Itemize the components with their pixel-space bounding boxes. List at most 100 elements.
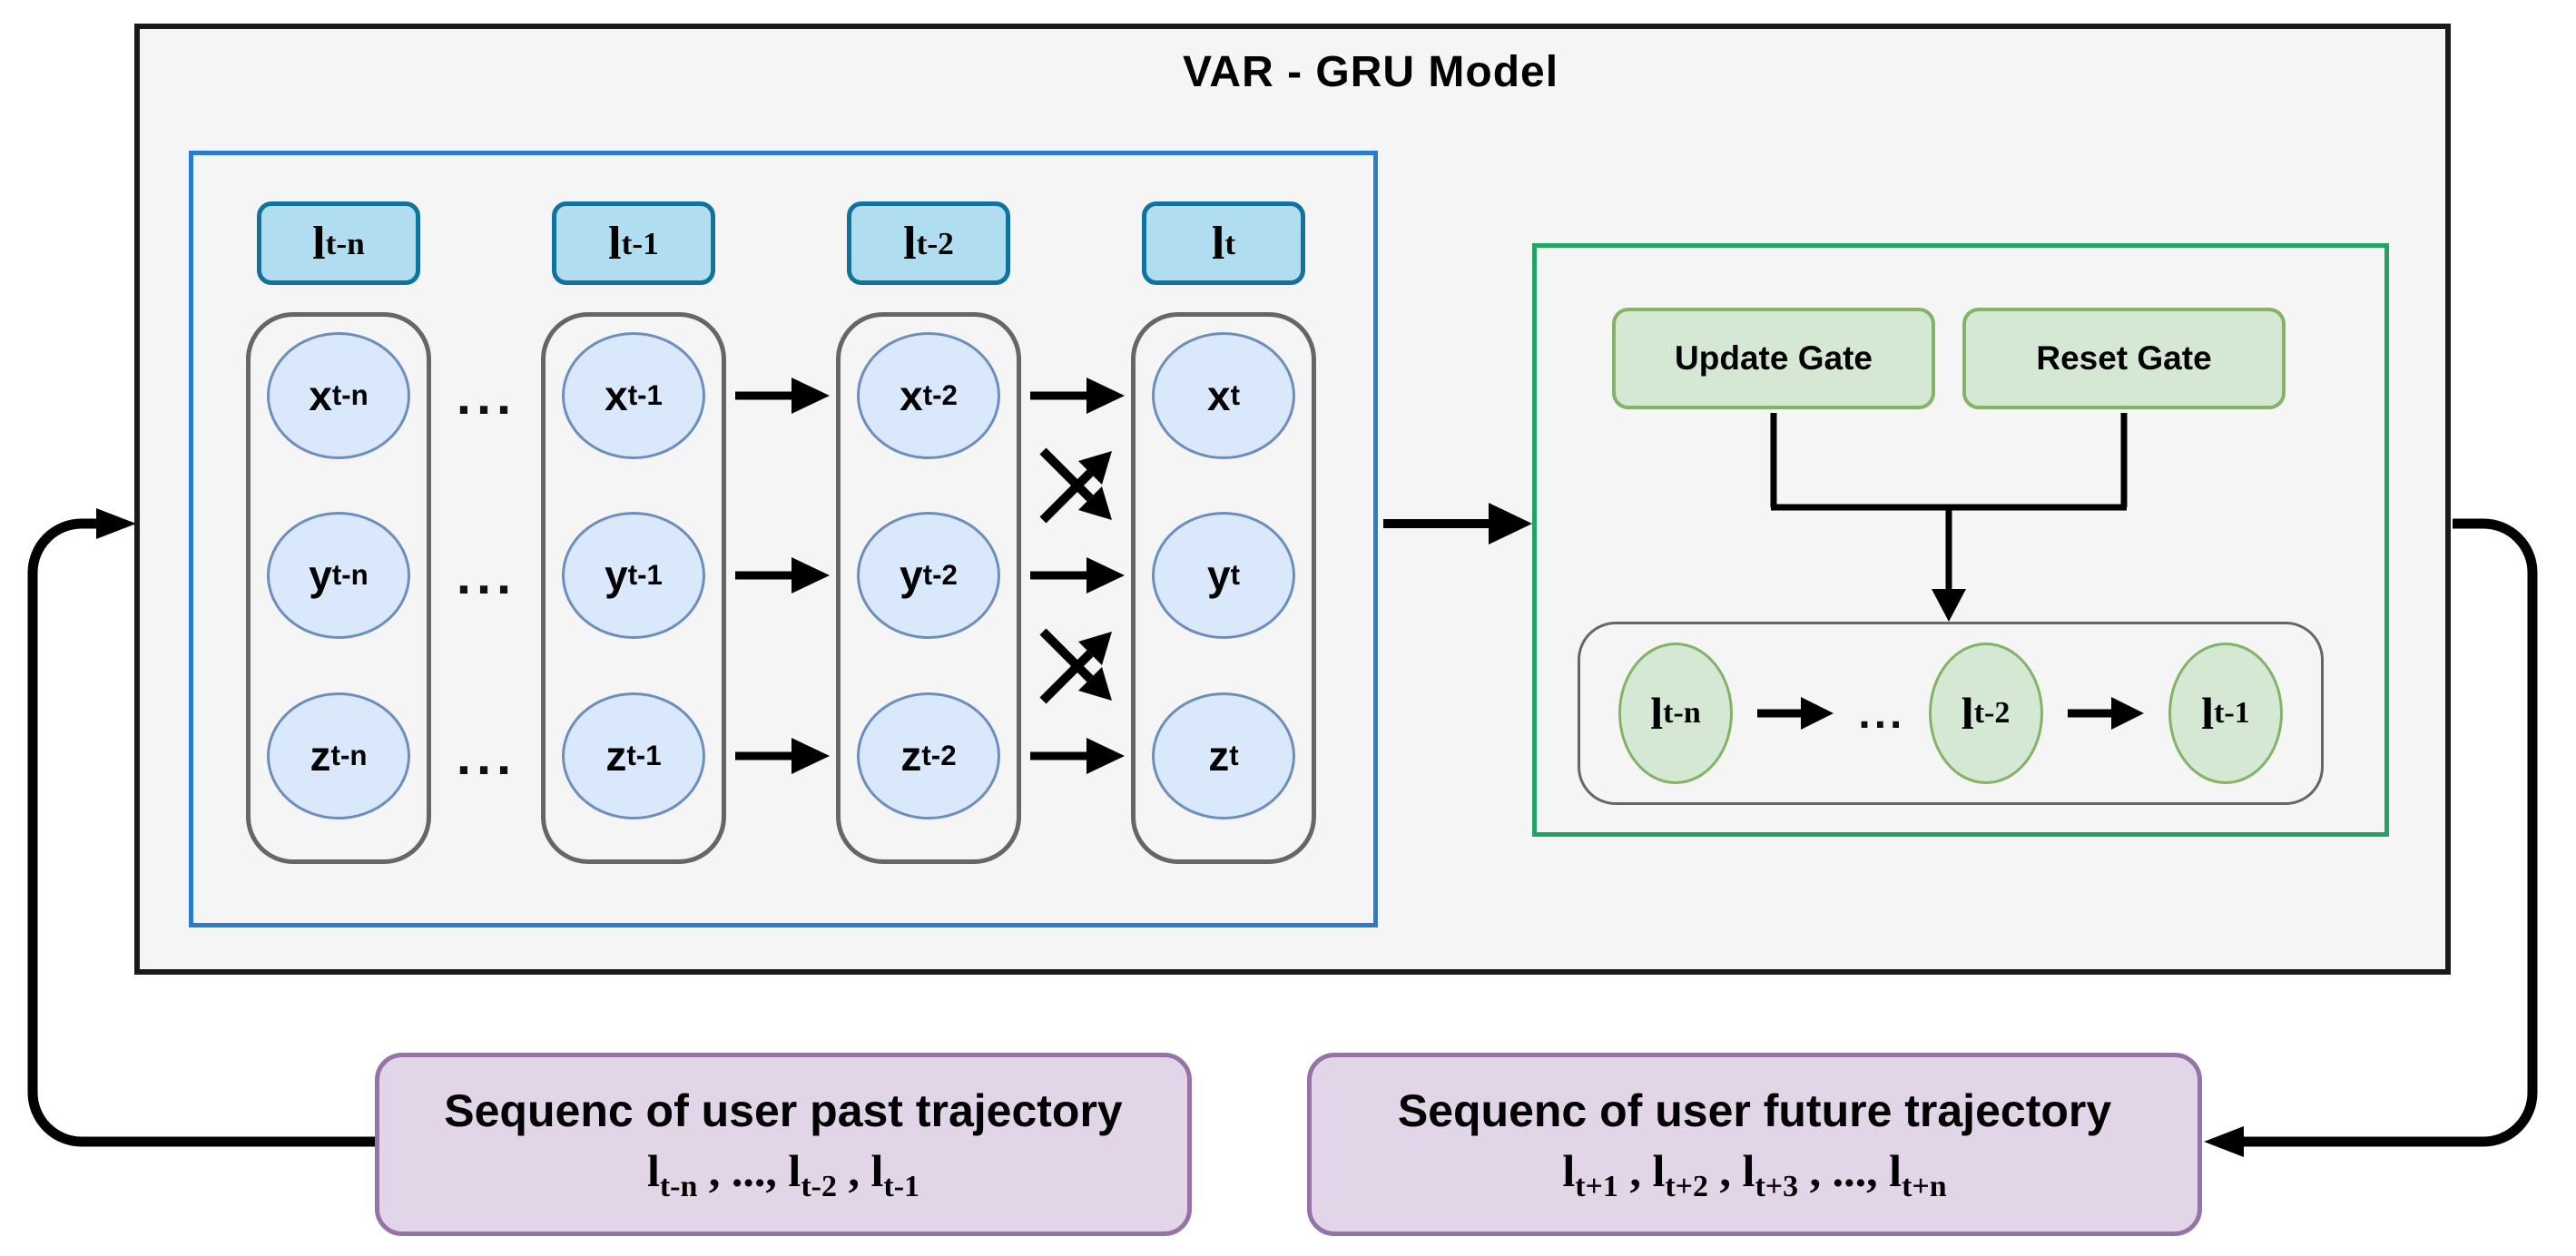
label-base: l bbox=[608, 217, 622, 270]
label-base: l bbox=[1211, 217, 1225, 270]
label-sub: t-1 bbox=[627, 559, 663, 591]
label-sub: t-1 bbox=[621, 225, 659, 261]
label-base: l bbox=[1652, 1145, 1666, 1197]
label-base: z bbox=[605, 732, 627, 780]
ellipsis-states: ... bbox=[1858, 689, 1906, 738]
past-trajectory-box: Sequenc of user past trajectory lt-n , .… bbox=[375, 1053, 1192, 1236]
label-base: y bbox=[1206, 552, 1231, 599]
label-base: l bbox=[1961, 688, 1974, 739]
label-sub: t+2 bbox=[1665, 1169, 1709, 1203]
label-base: l bbox=[1742, 1145, 1755, 1197]
ellipsis-row-x: ... bbox=[456, 366, 517, 426]
gates-to-states-connector bbox=[1770, 413, 2128, 622]
label-sub: t bbox=[1230, 559, 1240, 591]
label-sub: t-n bbox=[325, 225, 365, 261]
label-sub: t bbox=[1224, 225, 1236, 261]
label-base: z bbox=[1208, 732, 1230, 780]
arrow-right-icon bbox=[1030, 378, 1125, 414]
future-trajectory-formula: lt+1 , lt+2 , lt+3 , ..., lt+n bbox=[1562, 1144, 1946, 1204]
arrow-right-icon bbox=[2067, 697, 2144, 730]
arrow-right-icon bbox=[735, 378, 830, 414]
label-base: l bbox=[1889, 1145, 1903, 1197]
past-trajectory-formula: lt-n , ..., lt-2 , lt-1 bbox=[647, 1144, 919, 1204]
reset-gate: Reset Gate bbox=[1962, 308, 2286, 409]
label-sub: t-2 bbox=[922, 379, 958, 411]
crossed-arrows-icon bbox=[1039, 447, 1112, 524]
arrow-input-to-gru-icon bbox=[1383, 503, 1532, 545]
label-base: l bbox=[312, 217, 326, 270]
input-sequence-box bbox=[189, 151, 1378, 927]
label-base: y bbox=[605, 552, 628, 599]
label-sub: t-1 bbox=[2214, 696, 2250, 730]
separator: , ..., bbox=[697, 1145, 789, 1197]
model-to-future-connector bbox=[2204, 518, 2538, 1157]
label-sub: t-2 bbox=[1973, 696, 2011, 730]
label-sub: t-2 bbox=[801, 1169, 837, 1203]
label-base: l bbox=[788, 1145, 801, 1197]
label-base: l bbox=[870, 1145, 884, 1197]
future-trajectory-box: Sequenc of user future trajectory lt+1 ,… bbox=[1307, 1053, 2202, 1236]
label-sub: t-2 bbox=[922, 559, 958, 591]
label-sub: t-1 bbox=[626, 740, 662, 771]
label-sub: t-n bbox=[659, 1169, 698, 1203]
gru-cell-box bbox=[1532, 243, 2389, 837]
separator: , bbox=[1617, 1145, 1653, 1197]
label-base: z bbox=[310, 732, 331, 780]
label-base: l bbox=[646, 1145, 660, 1197]
crossed-arrows-icon bbox=[1039, 628, 1112, 704]
label-sub: t-2 bbox=[921, 740, 957, 771]
past-to-model-connector bbox=[27, 508, 375, 1147]
separator: , bbox=[836, 1145, 871, 1197]
label-base: l bbox=[1650, 688, 1664, 739]
update-gate-label: Update Gate bbox=[1675, 339, 1873, 377]
label-sub: t-1 bbox=[627, 379, 663, 411]
label-base: x bbox=[900, 372, 923, 419]
label-sub: t-2 bbox=[916, 225, 954, 261]
ellipsis-row-z: ... bbox=[456, 726, 517, 786]
label-sub: t+1 bbox=[1575, 1169, 1618, 1203]
label-base: y bbox=[309, 552, 332, 599]
label-base: z bbox=[900, 732, 922, 780]
label-sub: t bbox=[1230, 379, 1240, 411]
arrow-right-icon bbox=[1030, 738, 1125, 774]
update-gate: Update Gate bbox=[1612, 308, 1935, 409]
label-sub: t-n bbox=[1663, 696, 1701, 730]
label-base: l bbox=[2201, 688, 2215, 739]
past-trajectory-title: Sequenc of user past trajectory bbox=[444, 1085, 1123, 1137]
label-sub: t-n bbox=[331, 379, 369, 411]
arrow-right-icon bbox=[1030, 557, 1125, 594]
separator: , bbox=[1708, 1145, 1743, 1197]
label-sub: t-n bbox=[331, 559, 369, 591]
label-sub: t+3 bbox=[1755, 1169, 1799, 1203]
label-base: y bbox=[900, 552, 923, 599]
label-base: x bbox=[1206, 372, 1231, 419]
arrow-right-icon bbox=[1757, 697, 1834, 730]
label-sub: t+n bbox=[1902, 1169, 1947, 1203]
reset-gate-label: Reset Gate bbox=[2036, 339, 2212, 377]
label-sub: t-1 bbox=[883, 1169, 920, 1203]
label-base: l bbox=[903, 217, 917, 270]
